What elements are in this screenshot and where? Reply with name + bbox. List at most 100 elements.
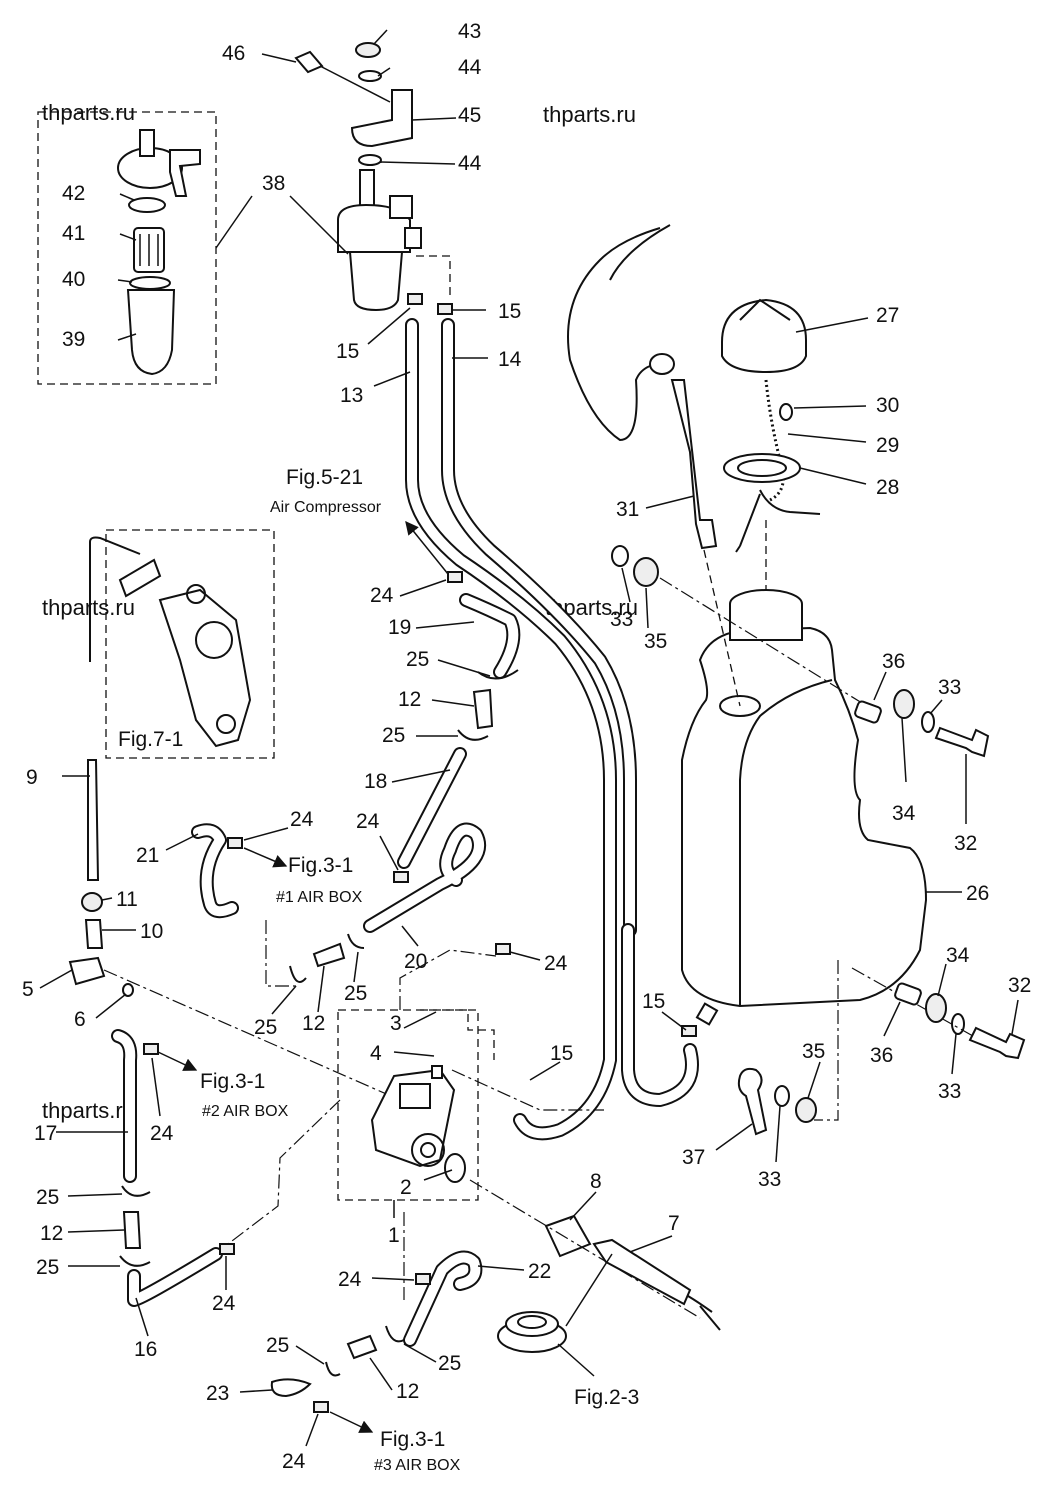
bolt-part	[968, 1026, 1026, 1060]
callout-26: 26	[966, 882, 989, 905]
hose-clamp-part	[121, 1185, 151, 1197]
spacer-part	[68, 956, 106, 986]
grommet-part	[633, 557, 659, 587]
callout-13: 13	[340, 384, 363, 407]
callout-5: 5	[22, 978, 34, 1001]
hose-clip-part	[415, 1273, 431, 1285]
callout-25: 25	[406, 648, 429, 671]
washer-part	[921, 711, 935, 733]
ref-fig-2-3: Fig.2-3	[574, 1386, 639, 1409]
callout-33: 33	[938, 1080, 961, 1103]
callout-25: 25	[266, 1334, 289, 1357]
callout-36: 36	[882, 650, 905, 673]
level-gauge-wire	[567, 227, 661, 442]
callout-15: 15	[550, 1042, 573, 1065]
washer-part	[774, 1085, 790, 1107]
callout-24: 24	[282, 1450, 306, 1473]
callout-12: 12	[302, 1012, 325, 1035]
callout-12: 12	[396, 1380, 419, 1403]
callout-37: 37	[682, 1146, 705, 1169]
hose-clip-part	[313, 1401, 329, 1413]
grommet-part	[795, 1097, 817, 1123]
callout-25: 25	[438, 1352, 461, 1375]
bolt-part	[294, 50, 324, 74]
callout-43: 43	[458, 20, 481, 43]
callout-34: 34	[892, 802, 916, 825]
callout-15: 15	[498, 300, 521, 323]
callout-24: 24	[290, 808, 314, 831]
hose-clamp-part	[347, 933, 365, 949]
callout-19: 19	[388, 616, 411, 639]
grommet-part	[925, 993, 947, 1023]
callout-42: 42	[62, 182, 85, 205]
watermark: thparts.ru	[42, 595, 135, 620]
callout-34: 34	[946, 944, 970, 967]
ref-fig-3-1-c: Fig.3-1	[380, 1428, 445, 1451]
callout-46: 46	[222, 42, 245, 65]
watermark: thparts.ru	[42, 1098, 135, 1123]
check-valve-part	[312, 942, 346, 968]
callout-labels: 43 44 46 45 44 38 42 41 40 39 15 15 13 1…	[22, 20, 1031, 1473]
oil-tank-part	[681, 626, 928, 1008]
callout-1: 1	[388, 1224, 400, 1247]
callout-25: 25	[36, 1256, 59, 1279]
check-valve-part	[472, 688, 494, 730]
ref-air-compressor: Air Compressor	[270, 499, 382, 516]
ref-air-box-3: #3 AIR BOX	[374, 1457, 461, 1474]
callout-33: 33	[758, 1168, 781, 1191]
arrow-to-air-box-2	[157, 1051, 198, 1071]
filter-cap-part	[117, 129, 201, 197]
callout-18: 18	[364, 770, 387, 793]
callout-29: 29	[876, 434, 899, 457]
callout-35: 35	[644, 630, 667, 653]
arrow-to-air-box-1	[243, 847, 288, 868]
callout-33: 33	[938, 676, 961, 699]
callout-3: 3	[390, 1012, 402, 1035]
callout-35: 35	[802, 1040, 825, 1063]
callout-28: 28	[876, 476, 899, 499]
callout-38: 38	[262, 172, 285, 195]
callout-7: 7	[668, 1212, 680, 1235]
hose-clamp-part	[119, 1255, 151, 1267]
link-rod-part	[87, 759, 100, 881]
washer-part	[122, 983, 134, 997]
washer-part	[951, 1013, 965, 1035]
callout-45: 45	[458, 104, 481, 127]
retainer-part	[779, 403, 793, 421]
washer-part	[358, 154, 382, 166]
callout-31: 31	[616, 498, 639, 521]
oil-pump-assembly	[370, 1065, 456, 1168]
tank-outlet	[695, 1002, 719, 1026]
seal-ring-part	[129, 276, 171, 290]
washer-part	[611, 545, 629, 567]
ref-fig-5-21: Fig.5-21	[286, 466, 363, 489]
callout-12: 12	[398, 688, 421, 711]
callout-24: 24	[544, 952, 568, 975]
callout-21: 21	[136, 844, 159, 867]
hose-clamp-part	[457, 729, 489, 741]
stay-part	[737, 1067, 768, 1136]
callout-24: 24	[150, 1122, 174, 1145]
tank-cap-part	[721, 298, 807, 374]
hose-clamp-part	[385, 1325, 405, 1343]
callout-14: 14	[498, 348, 522, 371]
hose-clip-part	[227, 837, 243, 849]
nut-part	[355, 42, 381, 58]
arrow-to-air-box-3	[329, 1411, 374, 1433]
hose-clip-part	[393, 871, 409, 883]
callout-2: 2	[400, 1176, 412, 1199]
watermark: thparts.ru	[543, 102, 636, 127]
rod-end-part	[84, 919, 104, 949]
callout-36: 36	[870, 1044, 893, 1067]
hose-clip-part	[219, 1243, 235, 1255]
collar-part	[894, 982, 922, 1006]
callout-25: 25	[382, 724, 405, 747]
filter-element-part	[133, 227, 165, 273]
callout-8: 8	[590, 1170, 602, 1193]
o-ring-part	[128, 197, 166, 213]
callout-12: 12	[40, 1222, 63, 1245]
clip-part	[407, 293, 423, 305]
callout-24: 24	[370, 584, 394, 607]
hose-clamp-part	[289, 965, 307, 983]
